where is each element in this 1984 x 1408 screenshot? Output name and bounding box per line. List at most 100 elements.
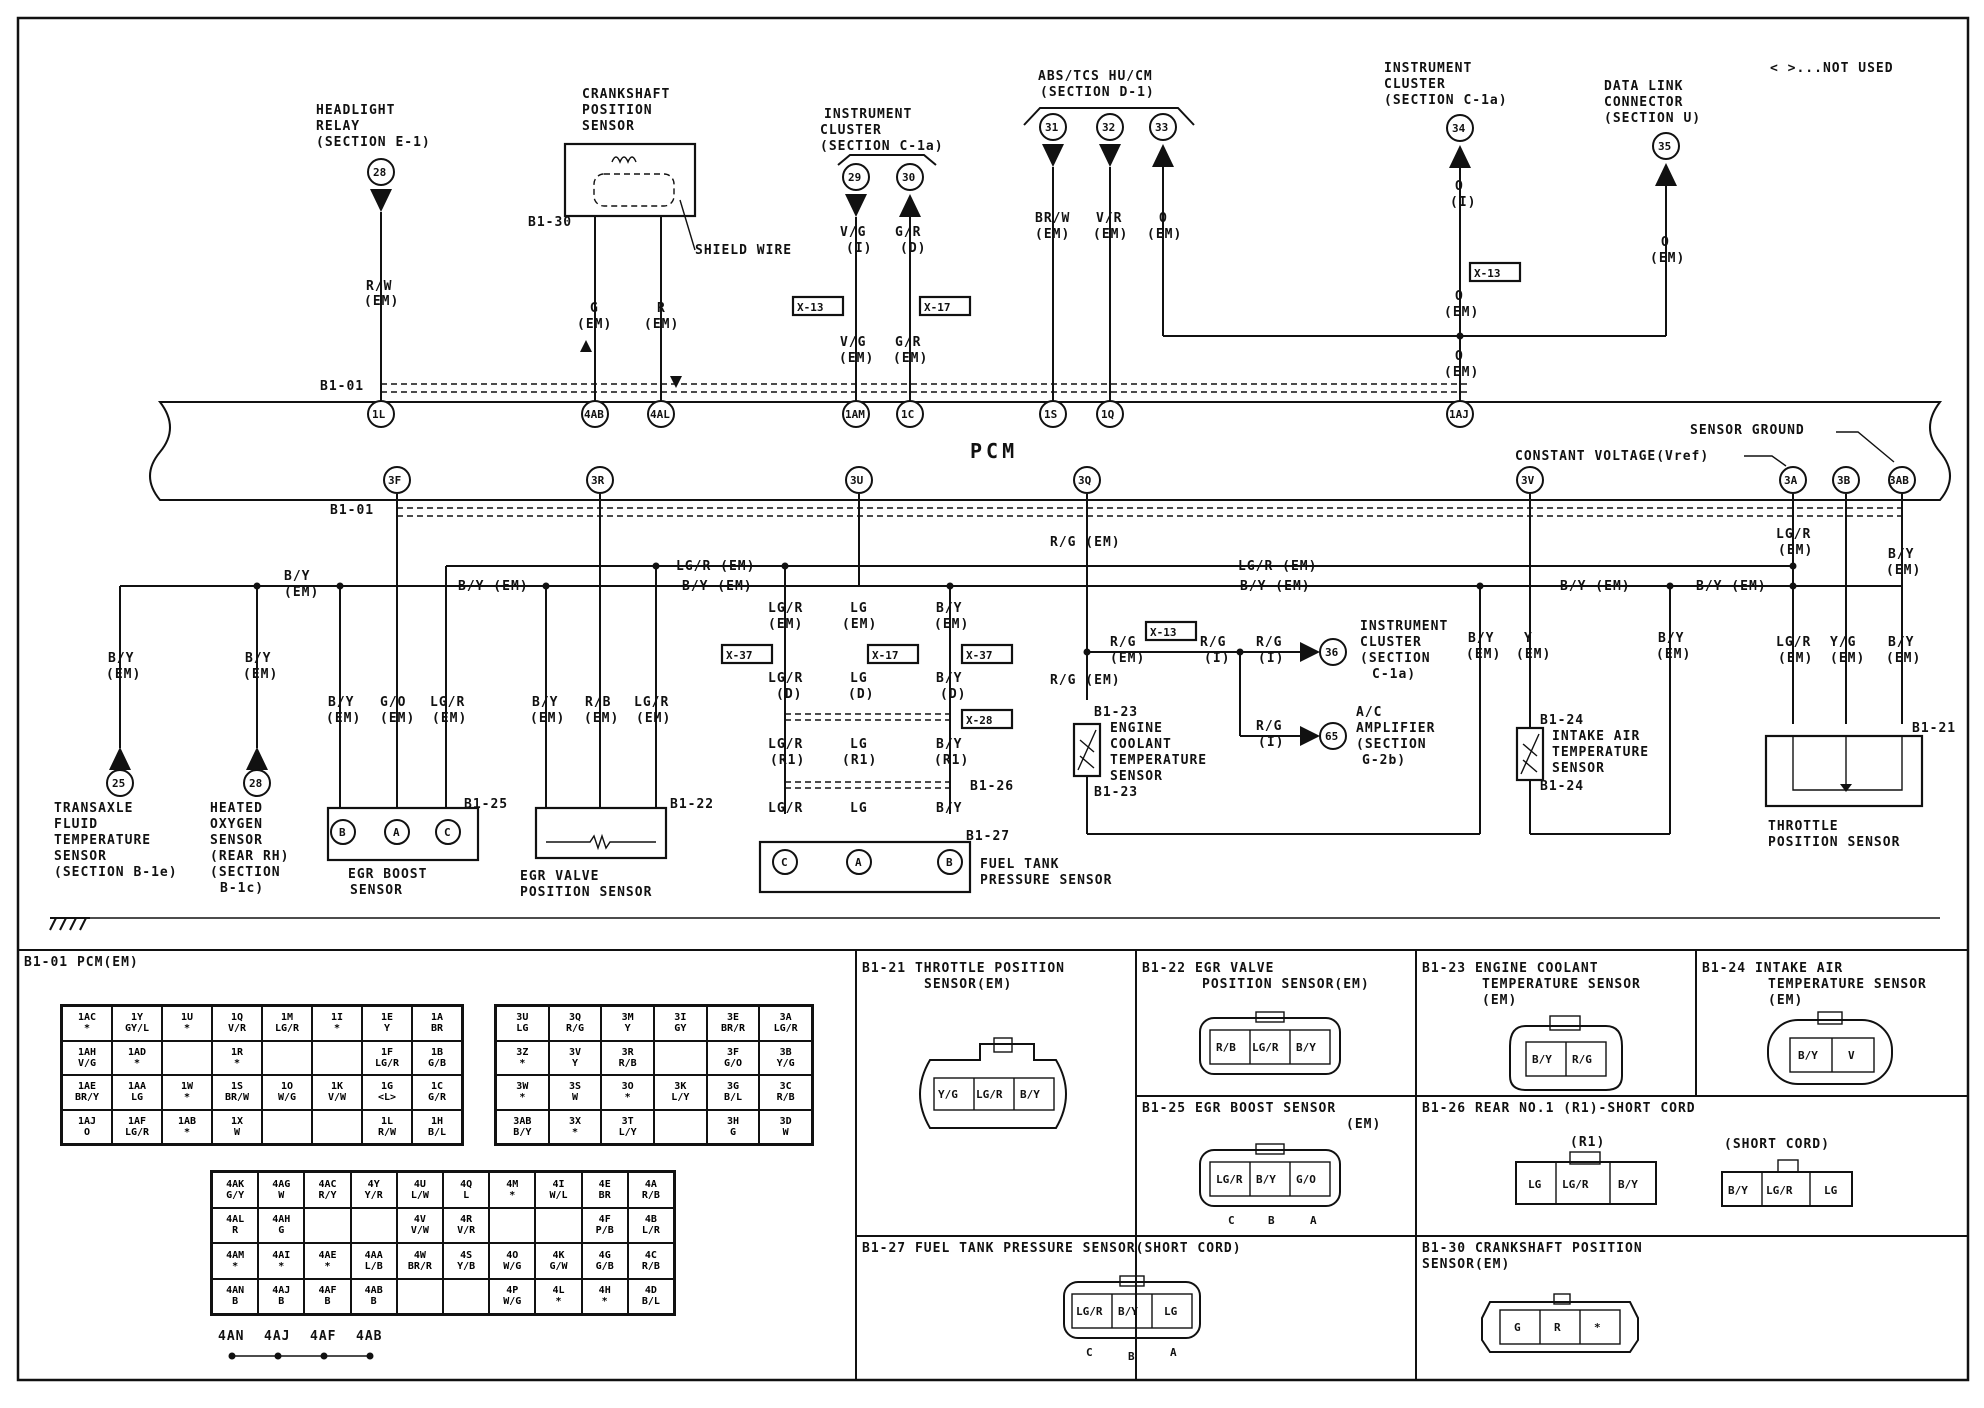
tps-connector-panel: B1-21 THROTTLE POSITION SENSOR(EM) Y/G L… (862, 961, 1067, 1129)
connector-number-36 (1319, 638, 1347, 666)
egrb-panel-pin-c: C (1228, 1214, 1235, 1227)
pcm-pin-id: 1R (230, 1046, 244, 1058)
pin-1l: 1L (372, 408, 386, 421)
wire-brw-label: BR/W (1035, 211, 1070, 226)
arrow-up-icon (1152, 144, 1174, 167)
egrb-by: B/Y (328, 695, 354, 710)
panel-ect-title-1: B1-23 ENGINE COOLANT (1422, 961, 1599, 976)
pcm-pin-wire: * (133, 1057, 141, 1069)
pcm-pin-wire: * (183, 1092, 191, 1104)
tps-cell-1: Y/G (938, 1088, 958, 1101)
arrow-up-icon (246, 747, 268, 770)
iat-label-3: SENSOR (1552, 761, 1605, 776)
egrv-label-1: EGR VALVE (520, 869, 599, 884)
ic3-label-1: INSTRUMENT (1360, 619, 1448, 634)
bus-lgr-em-2: LG/R (EM) (1238, 559, 1317, 574)
connector-number-30-text: 30 (902, 171, 915, 184)
joint-pin-4ab: 4AB (356, 1329, 382, 1344)
tps-box (1764, 734, 1924, 808)
pcm-pin-id: 4AJ (272, 1285, 291, 1297)
ect-connector-panel: B1-23 ENGINE COOLANT TEMPERATURE SENSOR … (1422, 961, 1640, 1091)
joint-box-x13-b (1468, 261, 1522, 283)
pcm-pin-cell (312, 1040, 362, 1075)
pcm-pin-wire: R/B (641, 1260, 660, 1272)
rear-r1-cell-2: LG/R (1562, 1178, 1589, 1191)
constant-voltage-label: CONSTANT VOLTAGE(Vref) (1515, 449, 1709, 464)
joint-box-x13-a (791, 295, 845, 317)
ftp-lg-d: (D) (848, 687, 874, 702)
pcm-pin-id: 3H (726, 1115, 740, 1127)
rear-r1-cell-1: LG (1528, 1178, 1542, 1191)
joint-pin-4aj: 4AJ (264, 1329, 290, 1344)
ac-label-1: A/C (1356, 705, 1382, 720)
egrb-cell-1: LG/R (1216, 1173, 1243, 1186)
pcm-pin-wire: B (370, 1296, 377, 1308)
pcm-pin-wire: G/Y (226, 1189, 245, 1201)
bus-by-1: B/Y (284, 569, 310, 584)
connector-number-35 (1652, 132, 1680, 160)
pcm-label: PCM (970, 439, 1018, 463)
pcm-pin-wire: BR (598, 1189, 611, 1201)
iat-ret-by: B/Y (1658, 631, 1684, 646)
wire-g-label: G (590, 301, 599, 316)
pcm-pin-wire: L/R (641, 1225, 660, 1237)
wire-o-em-3: (EM) (1444, 305, 1479, 320)
ftp-by-1: B/Y (936, 601, 962, 616)
ftp-by-2: B/Y (936, 671, 962, 686)
ic3-label-4: C-1a) (1372, 667, 1416, 682)
connector-number-28-bottom (243, 769, 271, 797)
pcm-pin-wire: W/G (277, 1092, 297, 1104)
ftp-lg-r1: (R1) (842, 753, 877, 768)
rear-sc-label: (SHORT CORD) (1724, 1137, 1830, 1152)
pcm-pin-wire: Y/G (776, 1057, 795, 1069)
pcm-pin-cell: 4AM* (212, 1243, 259, 1279)
pcm-pin-wire: B/L (427, 1126, 447, 1138)
pcm-pin-id: 4AL (226, 1214, 245, 1226)
pcm-pin-id: 4AA (364, 1249, 383, 1261)
iat-sensor-group: Y (EM) B1-24 INTAKE AIR TEMPERATURE SENS… (1515, 631, 1690, 835)
wire-gr-label: G/R (895, 225, 921, 240)
egrb-pin-a: A (393, 826, 400, 839)
pcm-pin-wire: Y (571, 1057, 578, 1069)
pcm-pin-id: 3U (516, 1012, 529, 1024)
ftp-lg-2: LG (850, 671, 868, 686)
tps-lgr-em-2: (EM) (1778, 651, 1813, 666)
b1-24-label-b: B1-24 (1540, 779, 1584, 794)
rear-sc-cell-1: B/Y (1728, 1184, 1748, 1197)
ftp-lgr-4: LG/R (768, 801, 803, 816)
egrv-cell-3: B/Y (1296, 1041, 1316, 1054)
pcm-pin-wire: BR/Y (74, 1092, 100, 1104)
ground-icon (49, 917, 90, 931)
pcm-pin-id: 3R (621, 1046, 634, 1058)
tps-cell-3: B/Y (1020, 1088, 1040, 1101)
pcm-pin-id: 3C (779, 1081, 792, 1093)
ect-label-2: COOLANT (1110, 737, 1172, 752)
pcm-pin-id: 4G (598, 1249, 611, 1261)
egrb-go: G/O (380, 695, 406, 710)
bus-by-em-2: B/Y (EM) (458, 579, 529, 594)
ic3-label-2: CLUSTER (1360, 635, 1422, 650)
heated-oxygen-sensor-group: B/Y (EM) 28 HEATED OXYGEN SENSOR (REAR R… (210, 651, 288, 896)
wire-vr-label: V/R (1096, 211, 1122, 226)
egrv-rb-em: (EM) (584, 711, 619, 726)
joint-box-x28 (960, 708, 1014, 730)
ftp-lgr-1: LG/R (768, 601, 803, 616)
pcm-pin-wire: G/B (427, 1057, 447, 1069)
pcm-pin-id: 4AN (226, 1285, 245, 1297)
ckp-connector-panel: B1-30 CRANKSHAFT POSITION SENSOR(EM) G R… (1422, 1241, 1642, 1353)
headlight-relay-label-2: RELAY (316, 119, 360, 134)
pcm-pin-id: 4AM (226, 1249, 245, 1261)
pcm-pin-cell (654, 1040, 707, 1075)
abs-label-2: (SECTION D-1) (1040, 85, 1155, 100)
ect-cell-2: R/G (1572, 1053, 1592, 1066)
b1-01-bottom-label: B1-01 (330, 503, 374, 518)
